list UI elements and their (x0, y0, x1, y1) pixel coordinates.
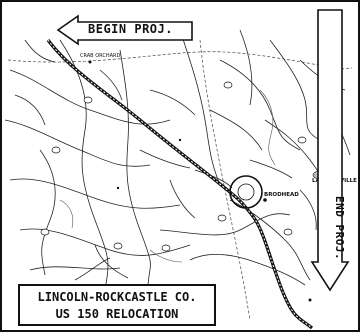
map-title-line2: US 150 RELOCATION (55, 307, 179, 321)
label-crab-orchard: CRAB ORCHARD (80, 53, 121, 59)
secondary-roads (4, 29, 351, 291)
begin-project-label: BEGIN PROJ. (88, 22, 173, 36)
streams (59, 89, 276, 263)
end-project-label: END PROJ. (333, 196, 346, 261)
label-brodhead: BRODHEAD (264, 192, 299, 198)
county-boundaries (7, 39, 353, 321)
route-shields (40, 81, 307, 252)
end-arrow-shape (310, 9, 350, 292)
map-title-box: LINCOLN-ROCKCASTLE CO. US 150 RELOCATION (18, 284, 216, 326)
interchange-inner-ring (237, 183, 255, 201)
town-dots (88, 60, 322, 302)
interchange-ring (229, 175, 263, 209)
map-title-line1: LINCOLN-ROCKCASTLE CO. (37, 290, 197, 304)
begin-arrow-shape (56, 14, 193, 46)
